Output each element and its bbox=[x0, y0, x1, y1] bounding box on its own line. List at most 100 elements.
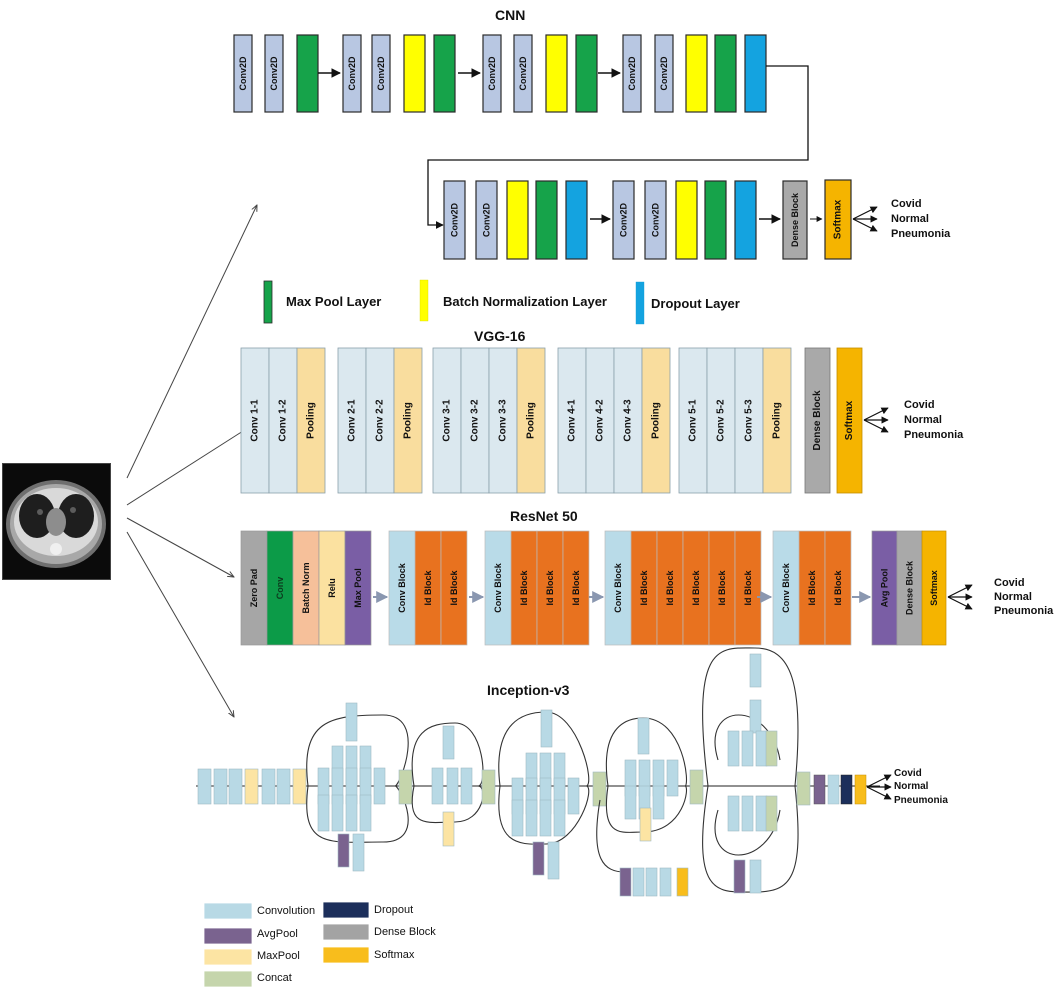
cnn-row1-layer-3-text: Conv2D bbox=[347, 56, 357, 91]
cnn-row1-layer-1-text: Conv2D bbox=[269, 56, 279, 91]
inception-unit-12-shape bbox=[359, 794, 372, 832]
inception-unit-34 bbox=[553, 799, 566, 837]
inception-unit-0 bbox=[345, 702, 358, 742]
key-maxpool-swatch-shape bbox=[263, 280, 273, 324]
vgg-group3-layer-1-text: Conv 3-2 bbox=[470, 399, 481, 442]
cnn-row2-layer-9 bbox=[734, 180, 757, 260]
resnet-output-pneumonia: Pneumonia bbox=[994, 605, 1054, 617]
vgg-group5-layer-1: Conv 5-2 bbox=[706, 347, 736, 494]
cnn-row2-layer-0: Conv2D bbox=[443, 180, 466, 260]
inception-title: Inception-v3 bbox=[487, 682, 570, 698]
inception-head-conv bbox=[827, 774, 840, 805]
resnet-stage2-block-2-text: Id Block bbox=[545, 570, 555, 606]
inception-unit-60-shape bbox=[741, 795, 754, 832]
inception-blockA-upper-curve bbox=[306, 714, 409, 787]
inception-unit-55-shape bbox=[727, 730, 740, 767]
resnet50-title: ResNet 50 bbox=[510, 508, 578, 524]
inception-unit-65 bbox=[796, 771, 811, 806]
inception-unit-60 bbox=[741, 795, 754, 832]
cnn-softmax-text: Softmax bbox=[833, 199, 844, 239]
cnn-row1-layer-10-shape bbox=[575, 34, 598, 113]
inception-stem-5 bbox=[276, 768, 291, 805]
resnet-stage3-block-3-text: Id Block bbox=[691, 570, 701, 606]
inception-unit-16-shape bbox=[442, 725, 455, 760]
inception-unit-21 bbox=[481, 769, 496, 805]
resnet-stage1-block-1-text: Id Block bbox=[423, 570, 433, 606]
vgg-group4-layer-2-shape bbox=[613, 347, 643, 494]
resnet-avgpool: Avg Pool bbox=[871, 530, 898, 646]
resnet-stage3-block-5: Id Block bbox=[734, 530, 762, 646]
resnet-stage2-block-0-text: Conv Block bbox=[493, 562, 503, 613]
resnet-stage1-block-0: Conv Block bbox=[388, 530, 416, 646]
cnn-diagram: Conv2D Conv2D Conv2D Conv2D Conv2D Conv2D Conv… bbox=[233, 34, 878, 260]
inception-unit-64 bbox=[749, 859, 762, 894]
inception-unit-56 bbox=[741, 730, 754, 767]
resnet-stage4-block-2-shape bbox=[824, 530, 852, 646]
vgg-group1-layer-2-shape bbox=[296, 347, 326, 494]
inception-head-avgpool-shape bbox=[813, 774, 826, 805]
cnn-row1-layer-5 bbox=[403, 34, 426, 113]
resnet-stage2-block-1-shape bbox=[510, 530, 538, 646]
legend-avgpool-label: AvgPool bbox=[257, 928, 298, 940]
cnn-softmax: Softmax bbox=[824, 179, 852, 260]
inception-unit-54 bbox=[749, 699, 762, 734]
inception-unit-45 bbox=[652, 785, 665, 820]
resnet-stage1-block-0-text: Conv Block bbox=[397, 562, 407, 613]
inception-unit-45-shape bbox=[652, 785, 665, 820]
cnn-row1-layer-12: Conv2D bbox=[654, 34, 674, 113]
resnet-stage2-block-3-text: Id Block bbox=[571, 570, 581, 606]
vgg-output-pneumonia: Pneumonia bbox=[904, 429, 964, 441]
cnn-row2-layer-1: Conv2D bbox=[475, 180, 498, 260]
resnet-stage4-block-1-text: Id Block bbox=[807, 570, 817, 606]
key-dropout-swatch bbox=[635, 281, 645, 325]
resnet-dense-block-text: Dense Block bbox=[905, 560, 915, 615]
vgg-group2-layer-1-text: Conv 2-2 bbox=[375, 399, 386, 442]
vgg-group5-layer-2-shape bbox=[734, 347, 764, 494]
inception-unit-35 bbox=[532, 841, 545, 876]
legend-softmax-swatch bbox=[323, 947, 369, 963]
cnn-row2-layer-0-shape bbox=[443, 180, 466, 260]
cnn-row1-layer-13-shape bbox=[685, 34, 708, 113]
cnn-row1-layer-4: Conv2D bbox=[371, 34, 391, 113]
resnet-stage3-block-5-shape bbox=[734, 530, 762, 646]
vgg-group2-layer-0: Conv 2-1 bbox=[337, 347, 367, 494]
inception-unit-62 bbox=[765, 795, 778, 832]
resnet-stem-1-text: Conv bbox=[275, 577, 285, 600]
vgg-group2-layer-0-shape bbox=[337, 347, 367, 494]
vgg-group4-layer-1-text: Conv 4-2 bbox=[595, 399, 606, 442]
cnn-row1-layer-7-shape bbox=[482, 34, 502, 113]
resnet-stage3-block-2-shape bbox=[656, 530, 684, 646]
legend-dense-label: Dense Block bbox=[374, 926, 436, 938]
inception-output-normal: Normal bbox=[894, 781, 929, 792]
vgg-group3-layer-3-text: Pooling bbox=[526, 402, 537, 439]
legend-softmax-label: Softmax bbox=[374, 949, 415, 961]
inception-unit-52 bbox=[689, 769, 704, 805]
inception-unit-13-shape bbox=[337, 833, 350, 868]
legend-convolution-label: Convolution bbox=[257, 905, 316, 917]
inception-unit-49-shape bbox=[645, 867, 658, 897]
key-dropout-label: Dropout Layer bbox=[651, 296, 740, 311]
cnn-row2-layer-1-shape bbox=[475, 180, 498, 260]
cnn-output-arrow-2 bbox=[852, 218, 878, 232]
inception-unit-61 bbox=[755, 795, 768, 832]
resnet-softmax: Softmax bbox=[921, 530, 947, 646]
inception-unit-43-shape bbox=[624, 785, 637, 820]
inception-unit-36-shape bbox=[547, 841, 560, 880]
vgg-group1-layer-1-shape bbox=[268, 347, 298, 494]
resnet-stage4-block-2-text: Id Block bbox=[833, 570, 843, 606]
cnn-row1-layer-9 bbox=[545, 34, 568, 113]
resnet-stem-2: Batch Norm bbox=[292, 530, 320, 646]
inception-head-dropout-shape bbox=[840, 774, 853, 805]
cnn-row1-layer-8: Conv2D bbox=[513, 34, 533, 113]
vgg-group2-layer-1: Conv 2-2 bbox=[365, 347, 395, 494]
cnn-row1-layer-15 bbox=[744, 34, 767, 113]
inception-unit-32-shape bbox=[525, 799, 538, 837]
vgg-dense-block-text: Dense Block bbox=[812, 390, 823, 450]
inception-unit-11-shape bbox=[345, 794, 358, 832]
cnn-row2-layer-3-shape bbox=[535, 180, 558, 260]
inception-unit-15-shape bbox=[398, 769, 413, 805]
inception-unit-22-shape bbox=[540, 709, 553, 748]
inception-head-dropout bbox=[840, 774, 853, 805]
legend-concat-label: Concat bbox=[257, 972, 292, 984]
